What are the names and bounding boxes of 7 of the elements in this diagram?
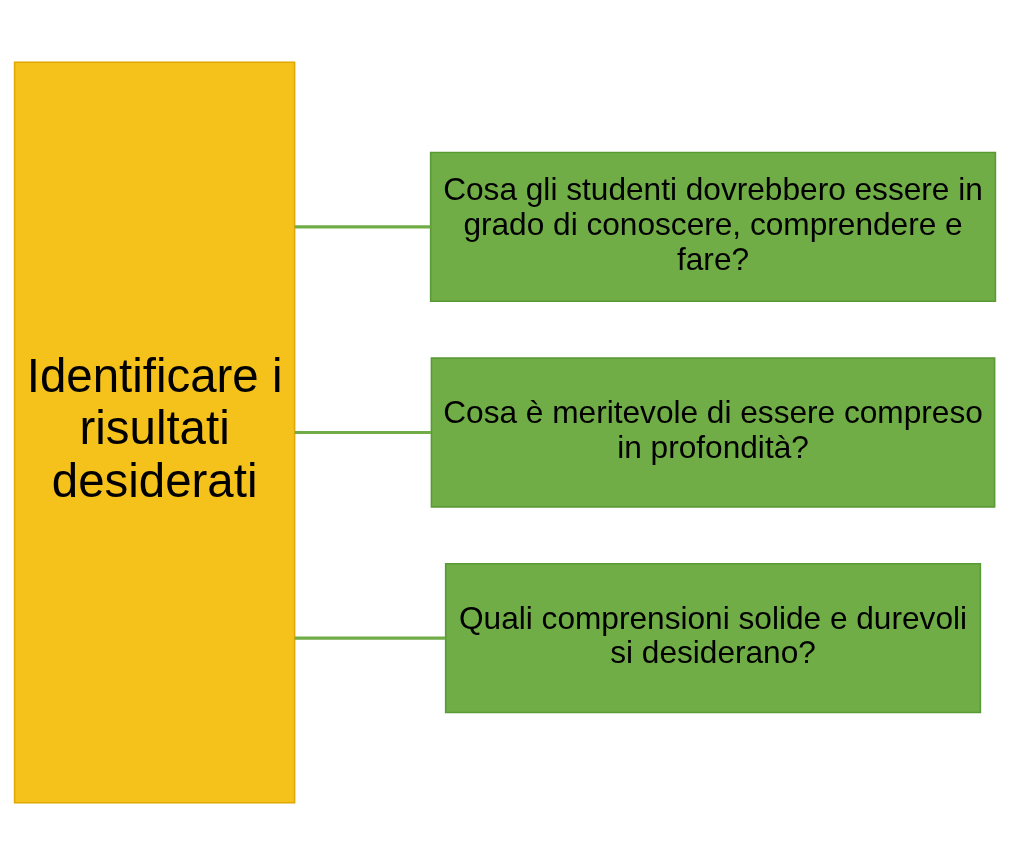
connector [294,225,431,229]
node-box: Quali comprensioni solide e durevoli si desiderano? [444,563,982,714]
connector [294,430,432,435]
node-box: Cosa gli studenti dovrebbero essere in grado di conoscere, comprendere e fare? [429,151,997,302]
connector [294,636,446,640]
node-box: Identificare i risultati desiderati [13,61,296,804]
node-box: Cosa è meritevole di essere compreso in profondità? [430,357,996,508]
